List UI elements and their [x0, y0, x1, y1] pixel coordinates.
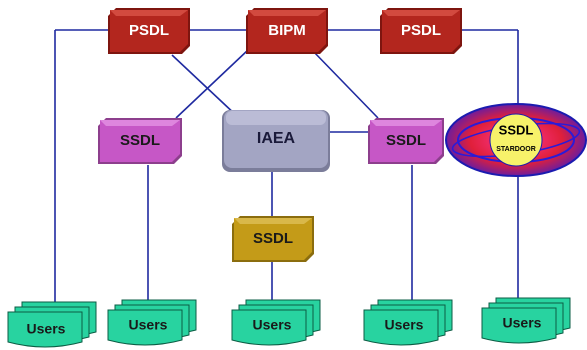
users-stack: Users: [7, 301, 97, 348]
users-label: Users: [253, 317, 292, 333]
iaea-label: IAEA: [257, 130, 296, 147]
users-stack: Users: [363, 299, 453, 346]
users-stack: Users: [107, 299, 197, 346]
users-label: Users: [129, 317, 168, 333]
users-label: Users: [503, 315, 542, 331]
ssdl-left-label: SSDL: [120, 132, 160, 149]
ssdl-bottom-node: SSDL: [232, 216, 314, 262]
ssdl-bottom-label: SSDL: [253, 230, 293, 247]
iaea-node: IAEA: [222, 110, 330, 172]
users-label: Users: [27, 321, 66, 337]
users-stack: Users: [481, 297, 571, 344]
ssdl-stardoor-label: SSDL: [499, 122, 534, 137]
psdl-left-label: PSDL: [129, 22, 169, 39]
ssdl-stardoor-node: SSDL STARDOOR: [445, 103, 587, 177]
link-bipm-ssdl-left: [175, 49, 249, 119]
bipm-label: BIPM: [268, 22, 306, 39]
users-stack: Users: [231, 299, 321, 346]
link-psdl-left-iaea: [171, 54, 239, 118]
ssdl-left-node: SSDL: [98, 118, 182, 164]
ssdl-center-right-node: SSDL: [368, 118, 444, 164]
link-bipm-ssdl-center-right: [311, 49, 379, 119]
stardoor-label: STARDOOR: [496, 146, 536, 153]
ssdl-center-right-label: SSDL: [386, 132, 426, 149]
users-label: Users: [385, 317, 424, 333]
psdl-right-node: PSDL: [380, 8, 462, 54]
bipm-node: BIPM: [246, 8, 328, 54]
psdl-right-label: PSDL: [401, 22, 441, 39]
psdl-left-node: PSDL: [108, 8, 190, 54]
